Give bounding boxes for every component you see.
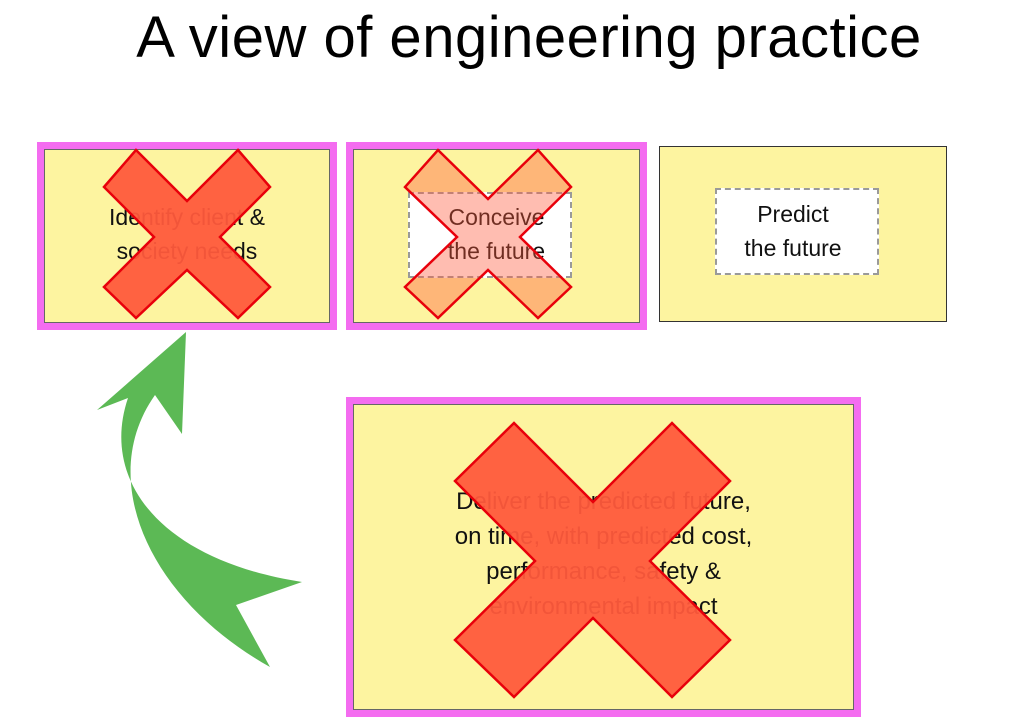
predict-future-dashed-frame [715,188,879,275]
deliver-future-label-line1: Deliver the predicted future, [456,488,751,515]
deliver-future-label-line3: performance, safety & [486,558,721,585]
feedback-arrow [97,332,302,667]
deliver-future-box: Deliver the predicted future, on time, w… [346,397,861,717]
deliver-future-label: Deliver the predicted future, on time, w… [346,484,861,624]
predict-future-label-line1: Predict [757,201,829,227]
predict-future-label-line2: the future [744,235,842,261]
page-title: A view of engineering practice [136,5,922,70]
conceive-future-label: Conceive the future [346,200,647,268]
deliver-future-label-line4: environmental impact [489,593,718,620]
identify-needs-label-line2: society needs [116,238,258,264]
predict-future-box: Predict the future [659,146,947,322]
predict-future-label: Predict the future [659,197,927,265]
identify-needs-label-line1: Identify client & [109,204,265,230]
conceive-future-label-line2: the future [447,238,546,264]
conceive-future-box: Conceive the future [346,142,647,330]
identify-needs-label: Identify client & society needs [37,200,337,268]
identify-needs-box: Identify client & society needs [37,142,337,330]
conceive-future-label-line1: Conceive [448,204,545,230]
deliver-future-label-line2: on time, with predicted cost, [454,523,753,550]
